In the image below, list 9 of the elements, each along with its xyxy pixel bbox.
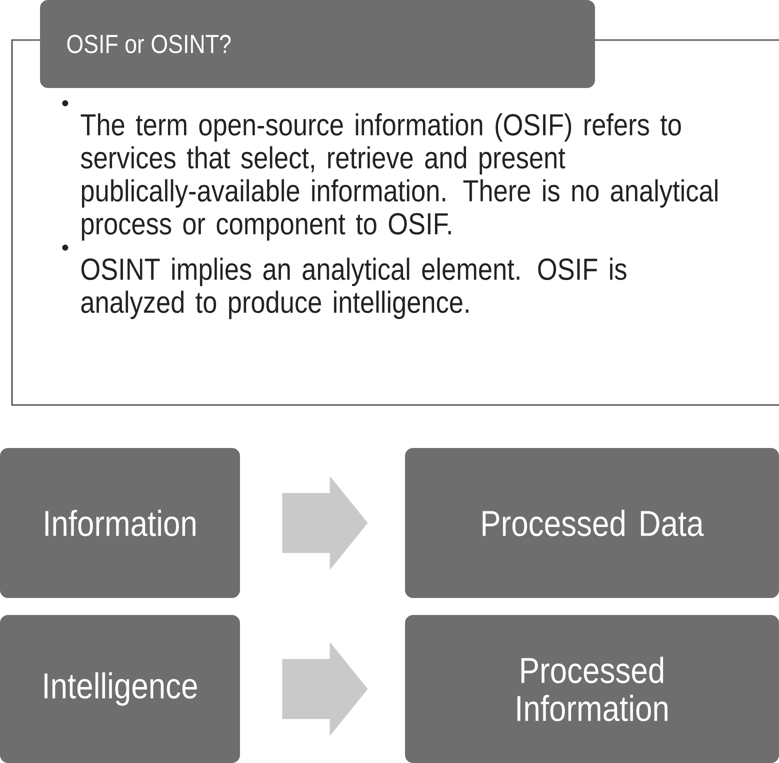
process-box: Intelligence bbox=[0, 615, 240, 763]
process-box: Processed Information bbox=[405, 615, 779, 763]
process-box: Information bbox=[0, 448, 240, 598]
process-box: Processed Data bbox=[405, 448, 779, 598]
block-arrow bbox=[282, 476, 368, 570]
node-label: OSINT implies an analytical element. OSIF is analyzed to produce intelligence. bbox=[81, 258, 626, 320]
info-panel: OSIF or OSINT? The term open-source information (OSIF) refers to services that select, retrieve and present publically-available information. There is no analytical process or component to OSIF. OSINT implies an analytical element. OSIF is analyzed to produce intelligence. bbox=[11, 0, 779, 406]
block-arrow bbox=[282, 642, 368, 736]
node-label: The term open-source information (OSIF) refers to services that select, retrieve and present publically-available information. There is no analytical process or component to OSIF. bbox=[80, 113, 718, 241]
